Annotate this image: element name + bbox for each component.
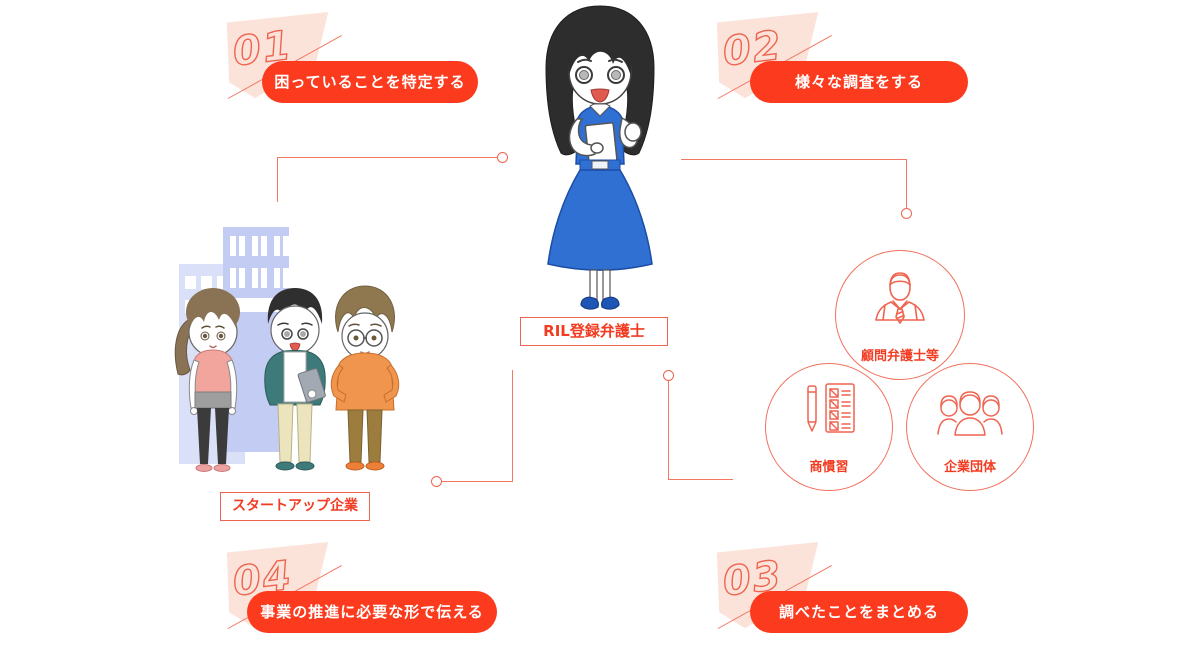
connector-top-left-v bbox=[277, 157, 278, 202]
center-role-label: RIL登録弁護士 bbox=[520, 317, 668, 346]
eyebrow-left bbox=[577, 58, 592, 63]
shoe-right bbox=[601, 296, 620, 310]
connector-top-right-v bbox=[906, 159, 907, 208]
step-label-pill: 様々な調査をする bbox=[750, 61, 968, 103]
startup-member-man-laptop bbox=[264, 288, 326, 471]
resource-label: 顧問弁護士等 bbox=[860, 349, 939, 364]
step-badge-3: 03 調べたことをまとめる bbox=[695, 540, 995, 650]
step-badge-1: 01 困っていることを特定する bbox=[205, 10, 505, 120]
step-label-pill: 事業の推進に必要な形で伝える bbox=[247, 591, 497, 633]
collar bbox=[589, 103, 611, 117]
resource-circle-business-custom: 商慣習 bbox=[765, 363, 893, 491]
fist-right bbox=[624, 122, 642, 142]
startup-member-man-glasses bbox=[330, 285, 400, 471]
pupil-right bbox=[611, 70, 621, 80]
bangs bbox=[568, 30, 632, 76]
step-badge-4: 04 事業の推進に必要な形で伝える bbox=[205, 540, 505, 650]
connector-bottom-right-h bbox=[668, 479, 733, 480]
pupil-left bbox=[579, 70, 589, 80]
step-label-pill: 調べたことをまとめる bbox=[750, 591, 968, 633]
resource-circle-corporate-org: 企業団体 bbox=[906, 363, 1034, 491]
startup-company-label: スタートアップ企業 bbox=[220, 492, 370, 521]
connector-dot-bottom-left bbox=[431, 476, 442, 487]
connector-bottom-left-h bbox=[442, 481, 513, 482]
eyebrow-right bbox=[608, 58, 623, 63]
leg-left bbox=[589, 269, 598, 301]
connector-top-left-h bbox=[277, 157, 498, 158]
resource-label: 企業団体 bbox=[943, 460, 996, 475]
lawyer-girl-illustration bbox=[545, 5, 655, 310]
resource-label: 商慣習 bbox=[809, 460, 849, 475]
connector-bottom-right-v bbox=[668, 381, 669, 480]
step-badge-2: 02 様々な調査をする bbox=[695, 10, 995, 120]
leg-right bbox=[602, 269, 611, 301]
consultant-lawyer-icon bbox=[875, 272, 925, 324]
skirt bbox=[547, 169, 653, 271]
people-group-icon bbox=[937, 391, 1003, 436]
connector-bottom-left-v bbox=[512, 370, 513, 482]
startup-member-woman bbox=[174, 288, 240, 472]
checklist-pencil-icon bbox=[807, 383, 855, 433]
step-label-pill: 困っていることを特定する bbox=[262, 61, 478, 103]
resource-circle-consultant: 顧問弁護士等 bbox=[835, 250, 965, 380]
hand-left bbox=[590, 142, 604, 154]
startup-team-illustration bbox=[174, 227, 400, 472]
connector-dot-bottom-right bbox=[663, 370, 674, 381]
connector-top-right-h bbox=[681, 159, 907, 160]
connector-dot-top-left bbox=[497, 152, 508, 163]
belt-buckle bbox=[591, 160, 609, 170]
shoe-left bbox=[580, 296, 599, 310]
notebook bbox=[584, 122, 618, 164]
mouth bbox=[590, 88, 610, 103]
connector-dot-top-right bbox=[901, 208, 912, 219]
